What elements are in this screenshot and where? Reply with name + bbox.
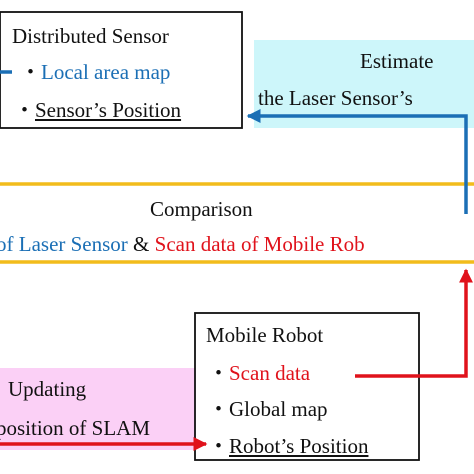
- bullet: ・: [14, 98, 35, 122]
- distributed-sensor-box: [0, 11, 243, 129]
- scan-data-arrow: [355, 268, 473, 378]
- comparison-title: Comparison: [150, 197, 253, 221]
- updating-line1: Updating: [8, 377, 87, 401]
- sensor-position-label: Sensor’s Position: [35, 98, 182, 122]
- global-map-label: Global map: [229, 397, 328, 421]
- comparison-line: of Laser Sensor & Scan data of Mobile Ro…: [0, 232, 365, 256]
- estimate-line1: Estimate: [360, 49, 434, 73]
- list-item-global-map: ・Global map: [208, 397, 328, 421]
- scan-data-label: Scan data: [229, 361, 311, 385]
- distributed-sensor-title: Distributed Sensor: [12, 24, 169, 48]
- comparison-left-label: of Laser Sensor: [0, 232, 128, 256]
- bullet: ・: [208, 434, 229, 458]
- bullet: ・: [208, 361, 229, 385]
- list-item-sensor-position: ・Sensor’s Position: [14, 98, 181, 122]
- estimate-arrow: [246, 109, 468, 214]
- comparison-right-label: Scan data of Mobile Rob: [154, 232, 365, 256]
- estimate-panel: [254, 40, 474, 128]
- robot-position-label: Robot’s Position: [229, 434, 369, 458]
- updating-panel: [0, 368, 195, 450]
- bullet: ・: [208, 397, 229, 421]
- mobile-robot-title: Mobile Robot: [206, 323, 324, 347]
- updating-line2: position of SLAM: [0, 416, 151, 440]
- local-area-map-label: Local area map: [41, 60, 171, 84]
- comparison-ampersand: &: [133, 232, 150, 256]
- list-item-robot-position: ・Robot’s Position: [208, 434, 368, 458]
- list-item-local-area-map: ・Local area map: [20, 60, 170, 84]
- list-item-scan-data: ・Scan data: [208, 361, 310, 385]
- mobile-robot-box: [194, 312, 420, 461]
- bullet: ・: [20, 60, 41, 84]
- estimate-line2: the Laser Sensor’s: [258, 86, 413, 110]
